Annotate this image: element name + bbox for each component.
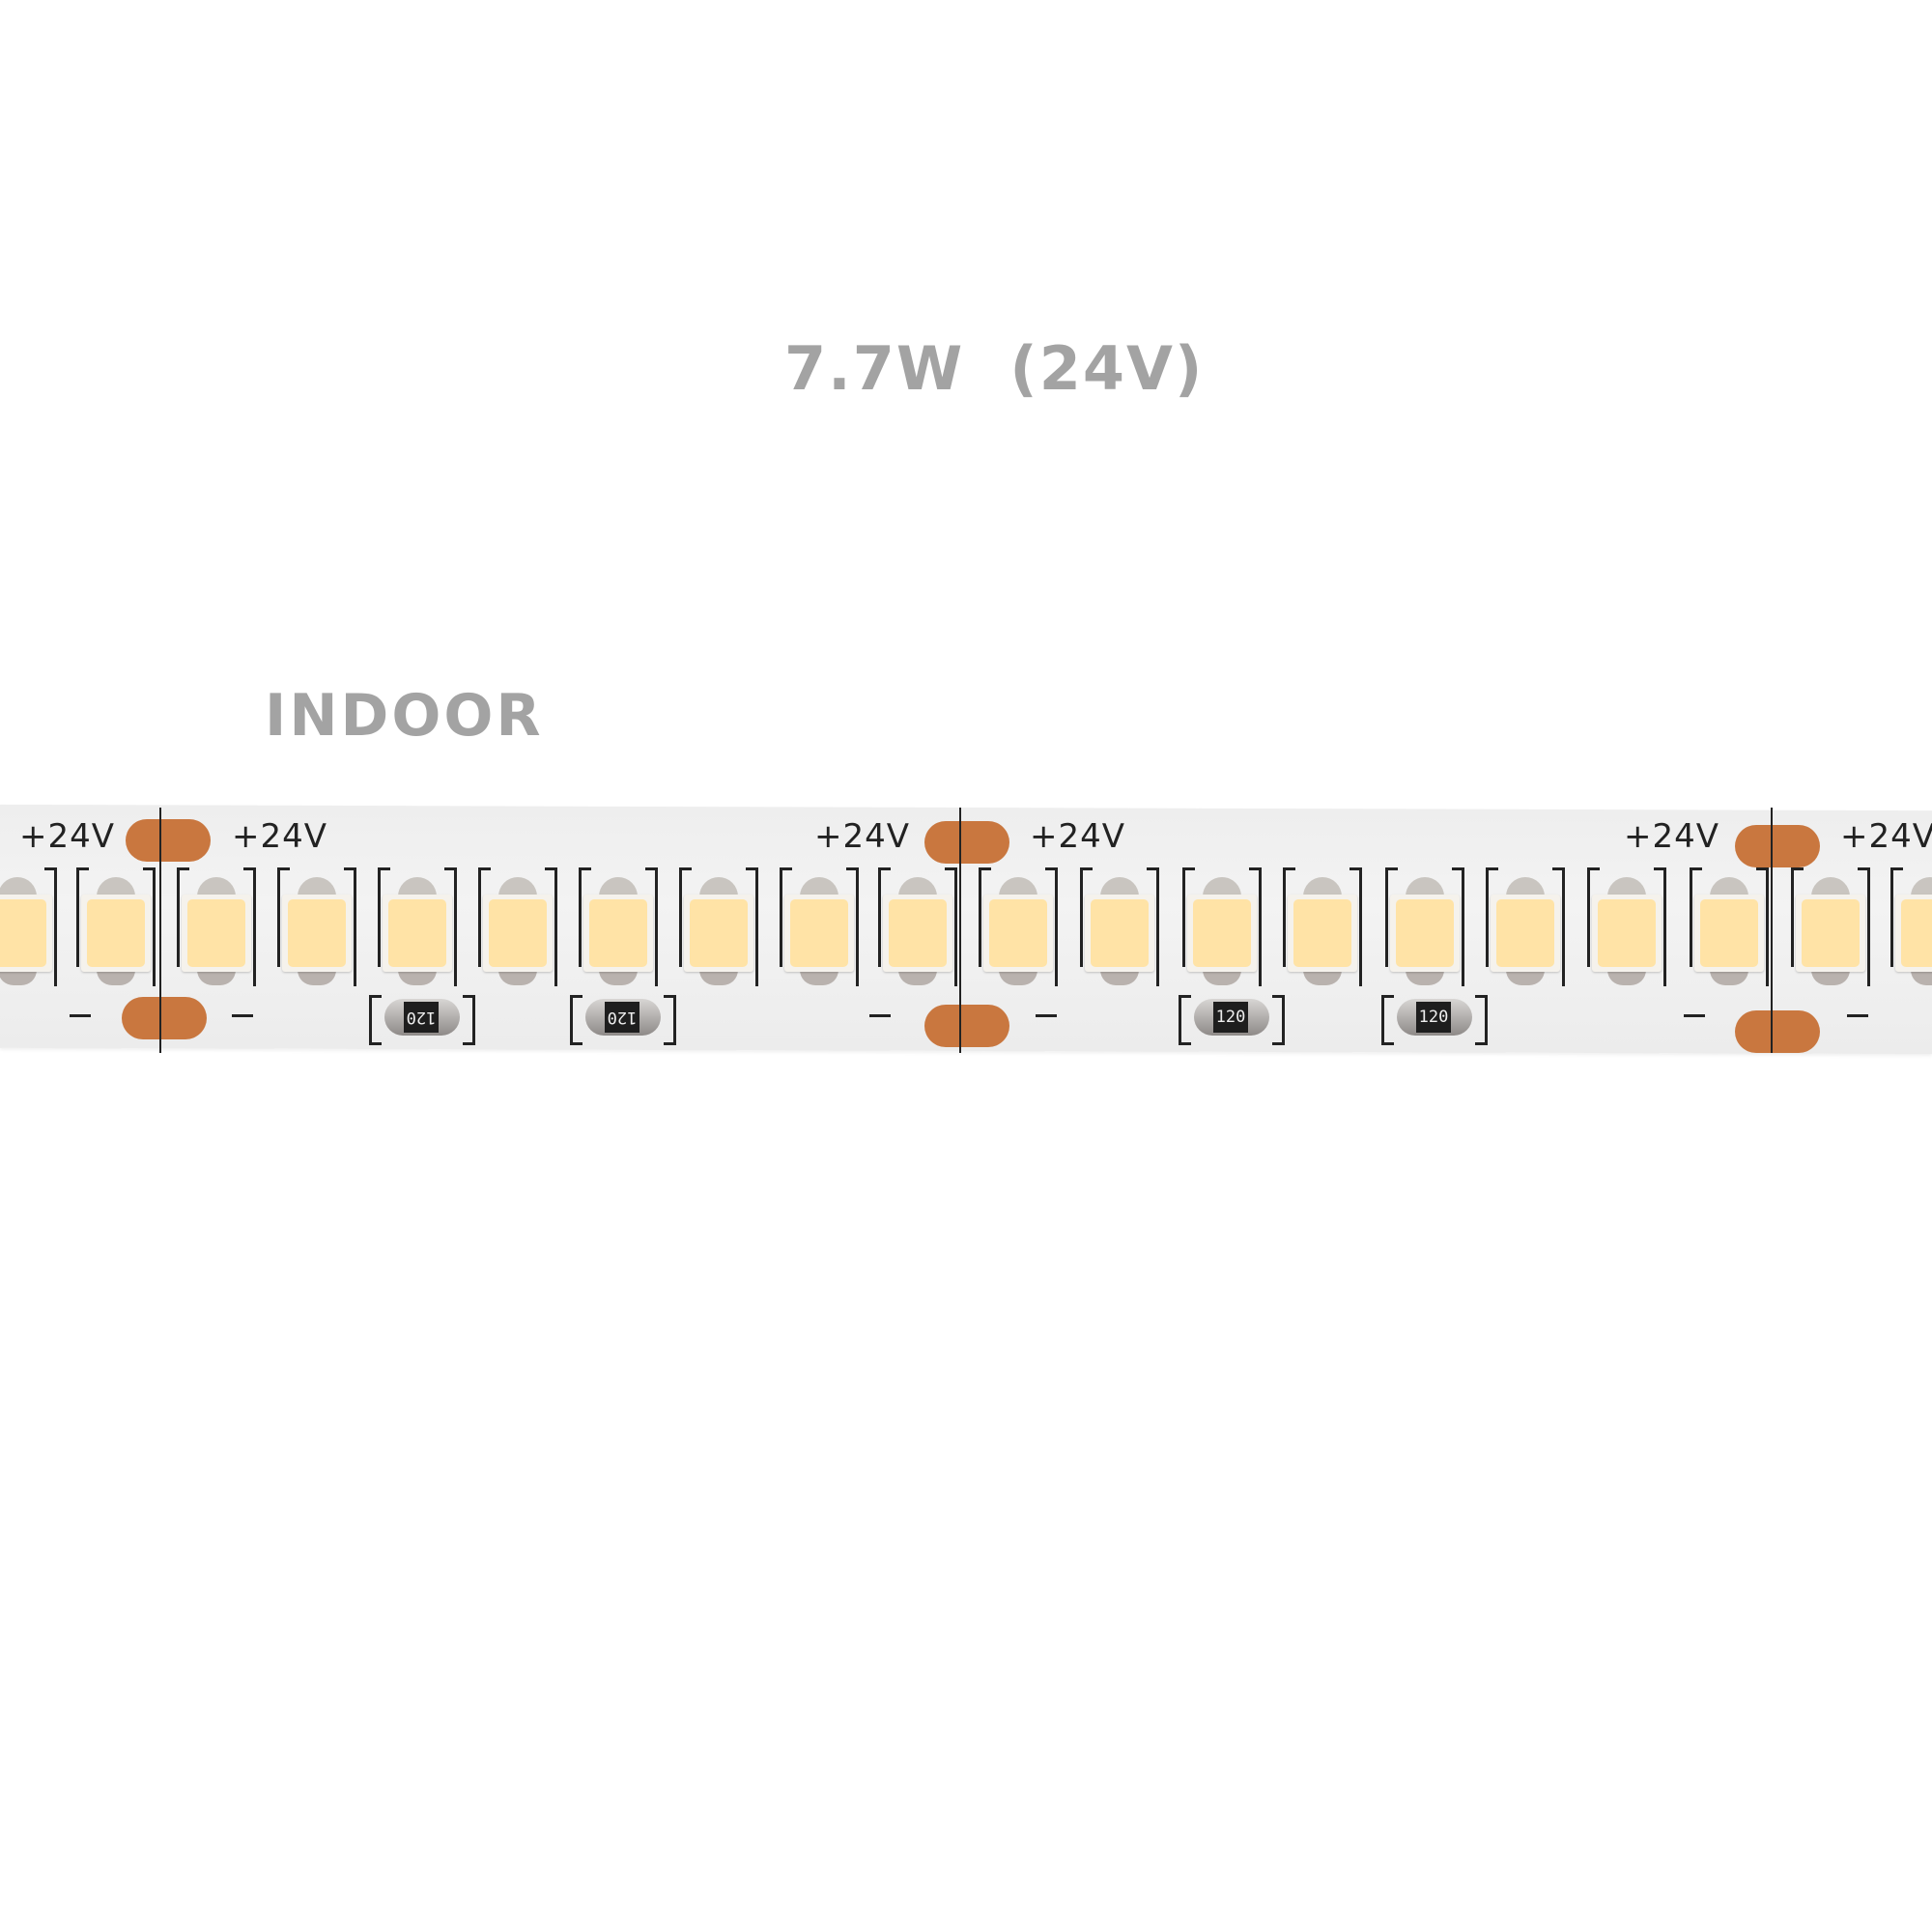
solder-pad-positive: [924, 821, 1009, 864]
led-bracket-outline: [1182, 867, 1262, 986]
negative-mark: [1684, 1014, 1705, 1017]
product-wattage-title: 7.7W (24V): [784, 333, 1205, 404]
smd-led: [282, 877, 352, 985]
resistor-code: 120: [1213, 1002, 1248, 1033]
led-bracket-outline: [478, 867, 557, 986]
voltage-label: +24V: [1624, 817, 1720, 856]
led-bracket-outline: [1283, 867, 1362, 986]
cut-line: [959, 808, 961, 1053]
voltage-label: +24V: [232, 817, 328, 856]
led-bracket-outline: [979, 867, 1058, 986]
resistor-code: 120: [1416, 1002, 1451, 1033]
smd-led: [883, 877, 952, 985]
led-bracket-outline: [1890, 867, 1932, 983]
smd-led: [1796, 877, 1865, 985]
resistor-code: 120: [605, 1002, 639, 1033]
voltage-label: +24V: [1840, 817, 1932, 856]
led-bracket-outline: [1587, 867, 1666, 986]
negative-mark: [1847, 1014, 1868, 1017]
voltage-label: +24V: [814, 817, 911, 856]
smd-led: [182, 877, 251, 985]
smd-led: [1288, 877, 1357, 985]
led-bracket-outline: [1080, 867, 1159, 986]
led-bracket-outline: [1385, 867, 1464, 986]
cut-line: [1771, 808, 1773, 1053]
smd-led: [1895, 877, 1932, 985]
led-bracket-outline: [277, 867, 356, 986]
negative-mark: [232, 1014, 253, 1017]
solder-pad-negative: [1735, 1010, 1820, 1053]
led-bracket-outline: [780, 867, 859, 986]
resistor-code: 120: [404, 1002, 439, 1033]
smd-led: [1491, 877, 1560, 985]
led-bracket-outline: [1486, 867, 1565, 986]
led-bracket-outline: [177, 867, 256, 986]
led-bracket-outline: [378, 867, 457, 986]
smd-resistor: 120: [369, 995, 475, 1045]
smd-led: [483, 877, 553, 985]
solder-pad-positive: [126, 819, 211, 862]
smd-resistor: 120: [570, 995, 676, 1045]
smd-led: [1085, 877, 1154, 985]
smd-led: [1694, 877, 1764, 985]
solder-pad-negative: [924, 1005, 1009, 1047]
usage-category-label: INDOOR: [265, 682, 544, 750]
smd-led: [1390, 877, 1460, 985]
smd-led: [81, 877, 151, 985]
voltage-label: +24V: [19, 817, 116, 856]
smd-led: [784, 877, 854, 985]
smd-led: [684, 877, 753, 985]
negative-mark: [869, 1014, 891, 1017]
smd-resistor: 120: [1179, 995, 1285, 1045]
led-bracket-outline: [679, 867, 758, 986]
led-bracket-outline: [0, 867, 57, 986]
negative-mark: [70, 1014, 91, 1017]
smd-led: [1187, 877, 1257, 985]
led-bracket-outline: [76, 867, 156, 986]
smd-led: [1592, 877, 1662, 985]
smd-resistor: 120: [1381, 995, 1488, 1045]
cut-line: [159, 808, 161, 1053]
led-bracket-outline: [1791, 867, 1870, 986]
smd-led: [0, 877, 52, 985]
smd-led: [583, 877, 653, 985]
led-bracket-outline: [579, 867, 658, 986]
led-bracket-outline: [1690, 867, 1769, 986]
voltage-label: +24V: [1030, 817, 1126, 856]
negative-mark: [1036, 1014, 1057, 1017]
solder-pad-positive: [1735, 825, 1820, 867]
smd-led: [383, 877, 452, 985]
solder-pad-negative: [122, 997, 207, 1039]
led-bracket-outline: [878, 867, 957, 986]
smd-led: [983, 877, 1053, 985]
